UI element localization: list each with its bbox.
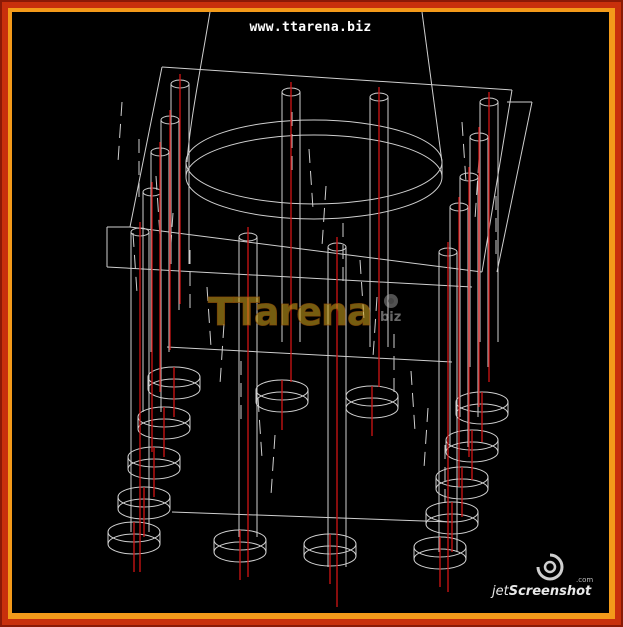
guide-line (474, 158, 480, 220)
guide-line (206, 286, 212, 348)
guide-line (257, 397, 263, 459)
wireframe-scene (106, 12, 533, 607)
guide-line (219, 323, 225, 385)
cad-viewport[interactable]: www.ttarena.biz TTarena biz .com jetScre… (12, 12, 609, 613)
vase-rim (185, 134, 443, 220)
plinth-edge (129, 66, 163, 228)
badge-brand: Screenshot (508, 584, 592, 599)
vase-rim (185, 119, 443, 205)
guide-line (423, 407, 429, 469)
ttarena-watermark: TTarena biz (208, 290, 418, 335)
vase-outline (421, 12, 443, 163)
plinth-edge (496, 101, 533, 273)
guide-line (171, 511, 453, 523)
plinth-edge (481, 89, 513, 273)
badge-text: jetScreenshot (492, 584, 591, 599)
badge-domain: .com (576, 576, 594, 584)
guide-line (359, 259, 365, 321)
guide-line (321, 185, 327, 247)
tt-logo-icon (384, 294, 398, 308)
plinth-edge (161, 66, 513, 91)
badge-prefix: jet (492, 584, 509, 599)
watermark-brand: TTarena (208, 290, 374, 335)
guide-line (270, 434, 276, 496)
plinth-edge (106, 266, 473, 288)
guide-line (166, 346, 453, 363)
watermark-suffix: biz (380, 310, 402, 325)
vase-outline (186, 12, 211, 163)
guide-line (117, 101, 123, 163)
guide-line (155, 175, 161, 237)
guide-line (410, 370, 416, 432)
site-url: www.ttarena.biz (249, 20, 372, 35)
camera-aperture-icon (536, 553, 564, 581)
guide-line (132, 232, 138, 294)
guide-line (308, 148, 314, 210)
jetscreenshot-badge: .com jetScreenshot (488, 552, 608, 608)
guide-line (372, 296, 378, 358)
guide-line (461, 121, 467, 183)
plinth-edge (129, 226, 483, 273)
